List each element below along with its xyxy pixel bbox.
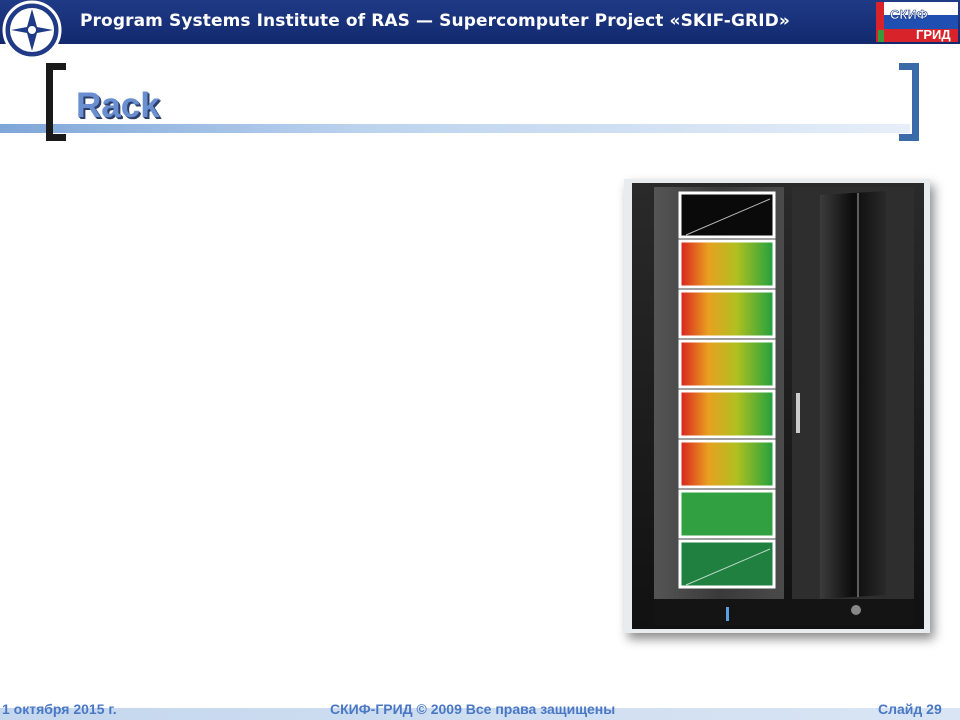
skif-grid-logo: СКИФ ГРИД [876, 2, 958, 42]
logo-bottom-text: ГРИД [916, 27, 951, 42]
supercomputer-rack-photo [624, 179, 930, 633]
header-bar [0, 0, 960, 44]
logo-top-text: СКИФ [890, 7, 928, 22]
right-bracket [899, 63, 919, 141]
institute-emblem-icon [2, 0, 62, 60]
slide-title: Rack [76, 86, 160, 125]
footer-copyright: СКИФ-ГРИД © 2009 Все права защищены [330, 701, 616, 717]
footer-date: 1 октября 2015 г. [2, 701, 117, 717]
footer-bar [0, 708, 960, 720]
footer-slide-number: Слайд 29 [878, 701, 942, 717]
title-stripe [0, 124, 910, 133]
left-bracket [46, 63, 66, 141]
header-title: Program Systems Institute of RAS — Super… [80, 11, 790, 31]
